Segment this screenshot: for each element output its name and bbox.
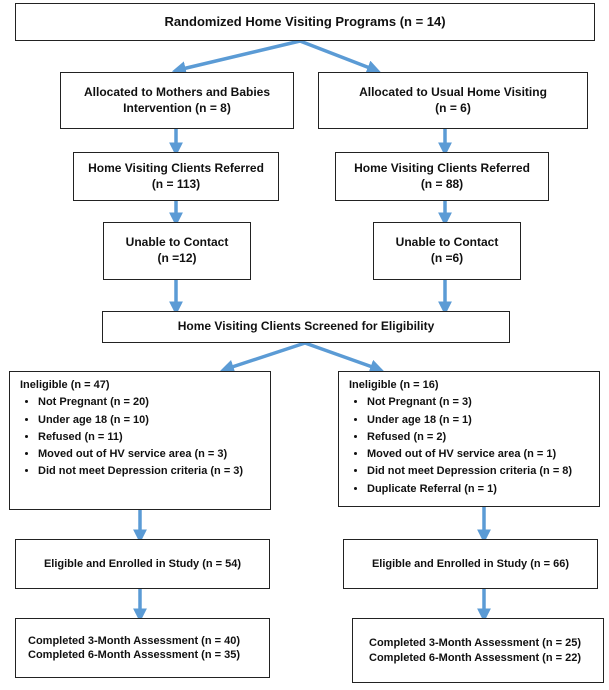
arrow-screen-left <box>220 341 306 374</box>
list-item: Not Pregnant (n = 3) <box>367 395 572 409</box>
eligible-left-text: Eligible and Enrolled in Study (n = 54) <box>43 557 242 570</box>
list-item: Under age 18 (n = 1) <box>367 413 572 427</box>
unable-right-box: Unable to Contact (n =6) <box>373 222 521 280</box>
screened-box: Home Visiting Clients Screened for Eligi… <box>102 311 510 343</box>
arrow-screen-right <box>304 341 384 374</box>
referred-right-line1: Home Visiting Clients Referred <box>354 160 530 175</box>
eligible-left-box: Eligible and Enrolled in Study (n = 54) <box>15 539 270 589</box>
allocated-intervention-line2: Intervention (n = 8) <box>123 100 231 115</box>
ineligible-left-list: Not Pregnant (n = 20) Under age 18 (n = … <box>20 395 243 481</box>
list-item: Under age 18 (n = 10) <box>38 413 243 427</box>
list-item: Moved out of HV service area (n = 1) <box>367 447 572 461</box>
referred-left-line1: Home Visiting Clients Referred <box>88 160 264 175</box>
ineligible-left-title: Ineligible (n = 47) <box>20 379 110 391</box>
referred-right-line2: (n = 88) <box>420 176 464 191</box>
randomized-box: Randomized Home Visiting Programs (n = 1… <box>15 3 595 41</box>
list-item: Not Pregnant (n = 20) <box>38 395 243 409</box>
completed-left-box: Completed 3-Month Assessment (n = 40) Co… <box>15 618 270 678</box>
ineligible-right-box: Ineligible (n = 16) Not Pregnant (n = 3)… <box>338 371 600 507</box>
allocated-intervention-line1: Allocated to Mothers and Babies <box>83 84 271 99</box>
referred-left-line2: (n = 113) <box>151 176 201 191</box>
allocated-usual-line2: (n = 6) <box>435 100 471 115</box>
list-item: Did not meet Depression criteria (n = 8) <box>367 464 572 478</box>
eligible-right-box: Eligible and Enrolled in Study (n = 66) <box>343 539 598 589</box>
list-item: Refused (n = 2) <box>367 430 572 444</box>
completed-right-box: Completed 3-Month Assessment (n = 25) Co… <box>352 618 604 683</box>
completed-left-6month: Completed 6-Month Assessment (n = 35) <box>28 649 240 661</box>
ineligible-right-title: Ineligible (n = 16) <box>349 379 439 391</box>
unable-left-box: Unable to Contact (n =12) <box>103 222 251 280</box>
arrow-split-right <box>299 39 381 74</box>
list-item: Moved out of HV service area (n = 3) <box>38 447 243 461</box>
referred-left-box: Home Visiting Clients Referred (n = 113) <box>73 152 279 201</box>
unable-right-line1: Unable to Contact <box>395 235 499 250</box>
list-item: Refused (n = 11) <box>38 430 243 444</box>
completed-right-3month: Completed 3-Month Assessment (n = 25) <box>369 637 581 650</box>
screened-text: Home Visiting Clients Screened for Eligi… <box>177 319 435 334</box>
ineligible-left-box: Ineligible (n = 47) Not Pregnant (n = 20… <box>9 371 271 510</box>
referred-right-box: Home Visiting Clients Referred (n = 88) <box>335 152 549 201</box>
unable-left-line2: (n =12) <box>157 251 197 265</box>
eligible-right-text: Eligible and Enrolled in Study (n = 66) <box>371 557 570 570</box>
unable-right-line2: (n =6) <box>430 251 464 265</box>
randomized-text: Randomized Home Visiting Programs (n = 1… <box>164 13 446 29</box>
ineligible-right-list: Not Pregnant (n = 3) Under age 18 (n = 1… <box>349 395 572 499</box>
allocated-usual-box: Allocated to Usual Home Visiting (n = 6) <box>318 72 588 129</box>
list-item: Duplicate Referral (n = 1) <box>367 482 572 496</box>
completed-right-6month: Completed 6-Month Assessment (n = 22) <box>369 651 581 664</box>
allocated-intervention-box: Allocated to Mothers and Babies Interven… <box>60 72 294 129</box>
arrow-split-left <box>171 39 301 76</box>
list-item: Did not meet Depression criteria (n = 3) <box>38 464 243 478</box>
completed-left-3month: Completed 3-Month Assessment (n = 40) <box>28 634 240 647</box>
unable-left-line1: Unable to Contact <box>125 235 229 250</box>
allocated-usual-line1: Allocated to Usual Home Visiting <box>359 84 547 99</box>
